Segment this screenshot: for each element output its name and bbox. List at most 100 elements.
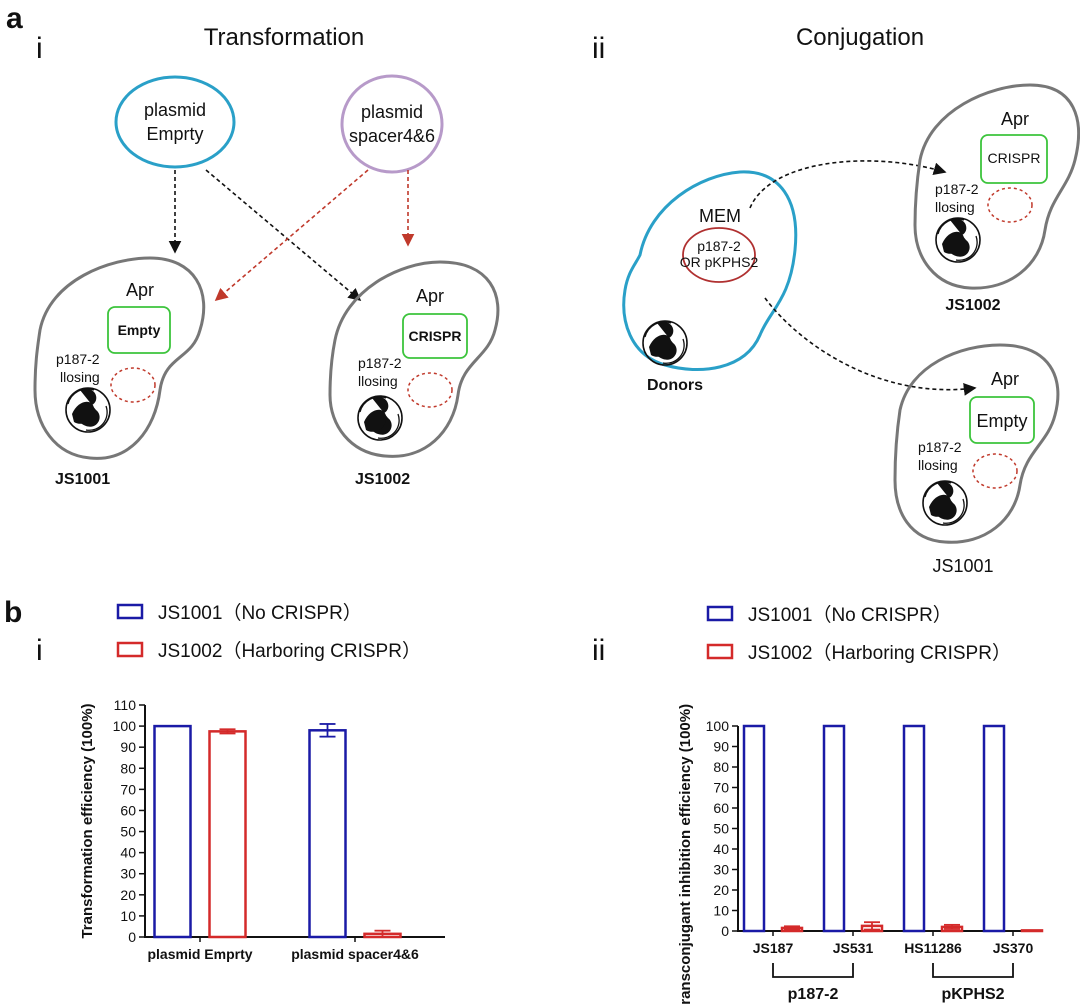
plasmid-empty-line2: Emprty	[146, 124, 203, 144]
cell-note-line2: llosing	[358, 373, 398, 389]
chromosome-icon	[357, 395, 403, 441]
cell-apr-label: Apr	[126, 280, 154, 300]
cell-name-label: JS1001	[932, 556, 993, 576]
cell-note-line1: p187-2	[56, 351, 100, 367]
y-tick-label: 110	[114, 697, 137, 713]
donor-plasmid-line2: OR pKPHS2	[680, 254, 759, 270]
plasmid-spacer-line1: plasmid	[361, 102, 423, 122]
y-tick-label: 40	[713, 841, 729, 857]
legend-label-js1001: JS1001（No CRISPR）	[158, 602, 362, 624]
chart-transformation-efficiency: 0 10 20 30 40 50 60 70 80 90 100 110 Transformation …	[79, 697, 445, 962]
cell-js1002-conjugation: Apr CRISPR p187-2 llosing JS1002	[913, 83, 1080, 314]
panel-b-i-roman: i	[36, 634, 43, 667]
y-tick-label: 50	[120, 824, 136, 840]
legend-swatch-js1001	[116, 603, 144, 620]
legend-swatch-js1002	[706, 643, 734, 660]
legend-item-js1002: JS1002（Harboring CRISPR）	[116, 640, 421, 662]
conjugation-arrows	[749, 160, 977, 396]
y-tick-label: 60	[120, 802, 136, 818]
y-tick-label: 50	[713, 821, 729, 837]
chromosome-icon	[922, 480, 968, 526]
cell-box-label: CRISPR	[409, 328, 462, 344]
y-tick-label: 70	[713, 780, 729, 796]
legend-item-js1001: JS1001（No CRISPR）	[116, 602, 362, 624]
y-tick-label: 70	[120, 781, 136, 797]
chromosome-icon	[65, 387, 111, 433]
panel-a-i-roman: i	[36, 32, 43, 65]
chromosome-icon	[935, 217, 981, 263]
bar	[153, 724, 192, 939]
group-label: pKPHS2	[941, 986, 1004, 1003]
cell-note-line2: llosing	[918, 457, 958, 473]
cell-box-label: Empty	[976, 411, 1027, 431]
bar	[982, 724, 1006, 933]
donor-name-label: Donors	[647, 377, 703, 394]
y-tick-label: 30	[120, 866, 136, 882]
cell-note-line1: p187-2	[935, 181, 979, 197]
x-tick-label: JS187	[753, 940, 794, 956]
group-bracket	[772, 963, 854, 978]
plasmid-spacer-node: plasmid spacer4&6	[340, 74, 444, 174]
legend-label-js1002: JS1002（Harboring CRISPR）	[748, 642, 1011, 664]
group-label: p187-2	[788, 986, 839, 1003]
y-tick-label: 0	[721, 923, 729, 939]
y-tick-label: 80	[120, 760, 136, 776]
cell-box-label: CRISPR	[988, 150, 1041, 166]
chromosome-icon	[642, 320, 688, 366]
bar	[822, 724, 846, 933]
panel-b-label: b	[4, 596, 22, 629]
cell-name-label: JS1002	[945, 297, 1000, 314]
x-tick-label: plasmid Emprty	[147, 946, 252, 962]
bar	[742, 724, 766, 933]
y-tick-label: 80	[713, 759, 729, 775]
y-axis-label: Transconjugant inhibition efficiency (10…	[677, 704, 694, 1004]
panel-a-label: a	[6, 2, 23, 35]
plasmid-spacer-line2: spacer4&6	[349, 126, 435, 146]
y-tick-label: 90	[713, 739, 729, 755]
y-tick-label: 10	[120, 908, 136, 924]
transformation-arrows	[168, 169, 415, 302]
legend-item-js1002: JS1002（Harboring CRISPR）	[706, 642, 1011, 664]
x-tick-label: HS11286	[904, 940, 962, 956]
cell-js1001-conjugation: Apr Empty p187-2 llosing JS1001	[893, 343, 1060, 576]
legend-swatch-js1002	[116, 641, 144, 658]
cell-apr-label: Apr	[1001, 109, 1029, 129]
panel-b-ii-roman: ii	[592, 634, 605, 667]
legend-label-js1001: JS1001（No CRISPR）	[748, 604, 952, 626]
y-tick-label: 30	[713, 862, 729, 878]
plasmid-empty-line1: plasmid	[144, 100, 206, 120]
cell-note-line1: p187-2	[358, 355, 402, 371]
y-tick-label: 90	[120, 739, 136, 755]
donor-mem-label: MEM	[699, 206, 741, 226]
legend-swatch-js1001	[706, 605, 734, 622]
panel-a-ii-title: Conjugation	[796, 24, 924, 51]
y-tick-label: 0	[128, 929, 136, 945]
y-tick-label: 60	[713, 800, 729, 816]
cell-name-label: JS1001	[55, 471, 110, 488]
cell-note-line1: p187-2	[918, 439, 962, 455]
cell-box-label: Empty	[118, 322, 161, 338]
y-tick-label: 20	[713, 882, 729, 898]
y-tick-label: 40	[120, 845, 136, 861]
panel-a-i-title: Transformation	[204, 24, 365, 51]
donor-cell: MEM p187-2 OR pKPHS2 Donors	[622, 170, 798, 394]
cell-name-label: JS1002	[355, 471, 410, 488]
bar	[1020, 929, 1044, 933]
cell-note-line2: llosing	[935, 199, 975, 215]
x-tick-label: plasmid spacer4&6	[291, 946, 419, 962]
y-tick-label: 20	[120, 887, 136, 903]
cell-js1001-transformation: Apr Empty p187-2 llosing JS1001	[33, 256, 206, 488]
y-axis-label: Transformation efficiency (100%)	[79, 703, 96, 938]
bar	[208, 730, 247, 939]
y-tick-label: 100	[113, 718, 137, 734]
legend-item-js1001: JS1001（No CRISPR）	[706, 604, 952, 626]
legend-b-i: JS1001（No CRISPR） JS1002（Harboring CRISP…	[116, 602, 421, 662]
plasmid-empty-node: plasmid Emprty	[114, 75, 236, 169]
legend-label-js1002: JS1002（Harboring CRISPR）	[158, 640, 421, 662]
cell-note-line2: llosing	[60, 369, 100, 385]
y-tick-label: 10	[713, 903, 729, 919]
cell-apr-label: Apr	[991, 369, 1019, 389]
group-bracket	[932, 963, 1014, 978]
